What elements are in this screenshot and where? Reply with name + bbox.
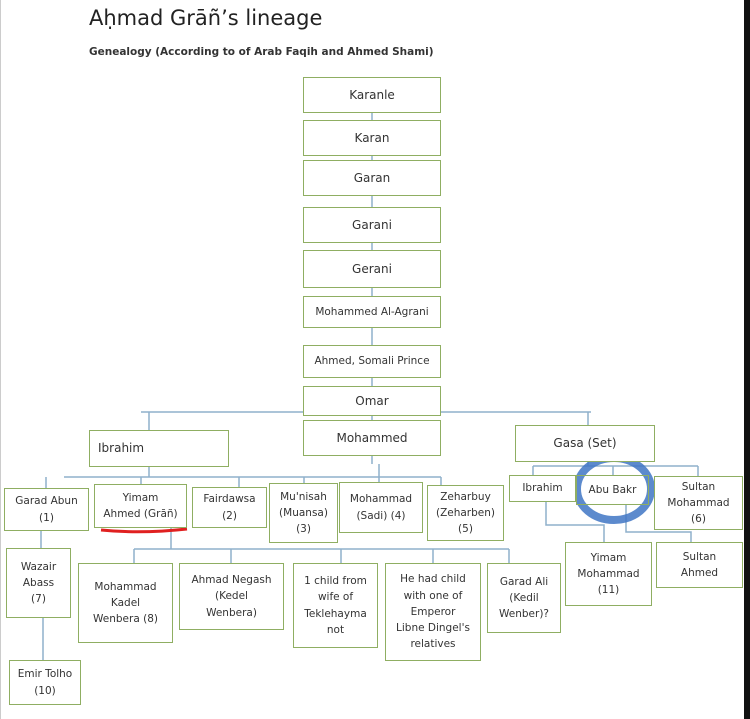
node-fairdawsa: Fairdawsa (2) bbox=[192, 487, 267, 528]
node-ibrahim-right: Ibrahim bbox=[509, 475, 576, 502]
node-wazair-abass: Wazair Abass (7) bbox=[6, 548, 71, 618]
node-abu-bakr: Abu Bakr bbox=[576, 475, 649, 505]
node-he-had-child: He had child with one of Emperor Libne D… bbox=[385, 563, 481, 661]
node-sultan-mohammad: Sultan Mohammad (6) bbox=[654, 476, 743, 530]
node-garad-abun: Garad Abun (1) bbox=[4, 488, 89, 531]
node-sultan-ahmed: Sultan Ahmed bbox=[656, 542, 743, 588]
node-garani: Garani bbox=[303, 207, 441, 243]
node-mohammad-kadel: Mohammad Kadel Wenbera (8) bbox=[78, 563, 173, 643]
node-omar: Omar bbox=[303, 386, 441, 416]
node-ahmad-negash: Ahmad Negash (Kedel Wenbera) bbox=[179, 563, 284, 630]
node-yimam-ahmed: Yimam Ahmed (Grāñ) bbox=[94, 484, 187, 528]
page-subtitle: Genealogy (According to of Arab Faqih an… bbox=[89, 46, 434, 58]
node-garan: Garan bbox=[303, 160, 441, 196]
node-karanle: Karanle bbox=[303, 77, 441, 113]
node-zeharbuy: Zeharbuy (Zeharben) (5) bbox=[427, 485, 504, 541]
node-yimam-mohammad: Yimam Mohammad (11) bbox=[565, 542, 652, 606]
node-mohammad-sadi: Mohammad (Sadi) (4) bbox=[339, 482, 423, 533]
node-garad-ali: Garad Ali (Kedil Wenber)? bbox=[487, 563, 561, 633]
page-title: Aḥmad Grāñ’s lineage bbox=[89, 6, 323, 30]
node-gasa: Gasa (Set) bbox=[515, 425, 655, 462]
node-mohammed: Mohammed bbox=[303, 420, 441, 456]
window-edge bbox=[744, 0, 750, 719]
red-underline bbox=[100, 527, 188, 534]
node-ahmed-somali-prince: Ahmed, Somali Prince bbox=[303, 345, 441, 378]
node-gerani: Gerani bbox=[303, 250, 441, 288]
node-ibrahim-left: Ibrahim bbox=[89, 430, 229, 467]
node-mohammed-al-agrani: Mohammed Al-Agrani bbox=[303, 296, 441, 328]
node-one-child: 1 child from wife of Teklehayma not bbox=[293, 563, 378, 648]
node-karan: Karan bbox=[303, 120, 441, 156]
node-munisah: Mu'nisah (Muansa) (3) bbox=[269, 483, 338, 543]
node-emir-tolho: Emir Tolho (10) bbox=[9, 660, 81, 705]
